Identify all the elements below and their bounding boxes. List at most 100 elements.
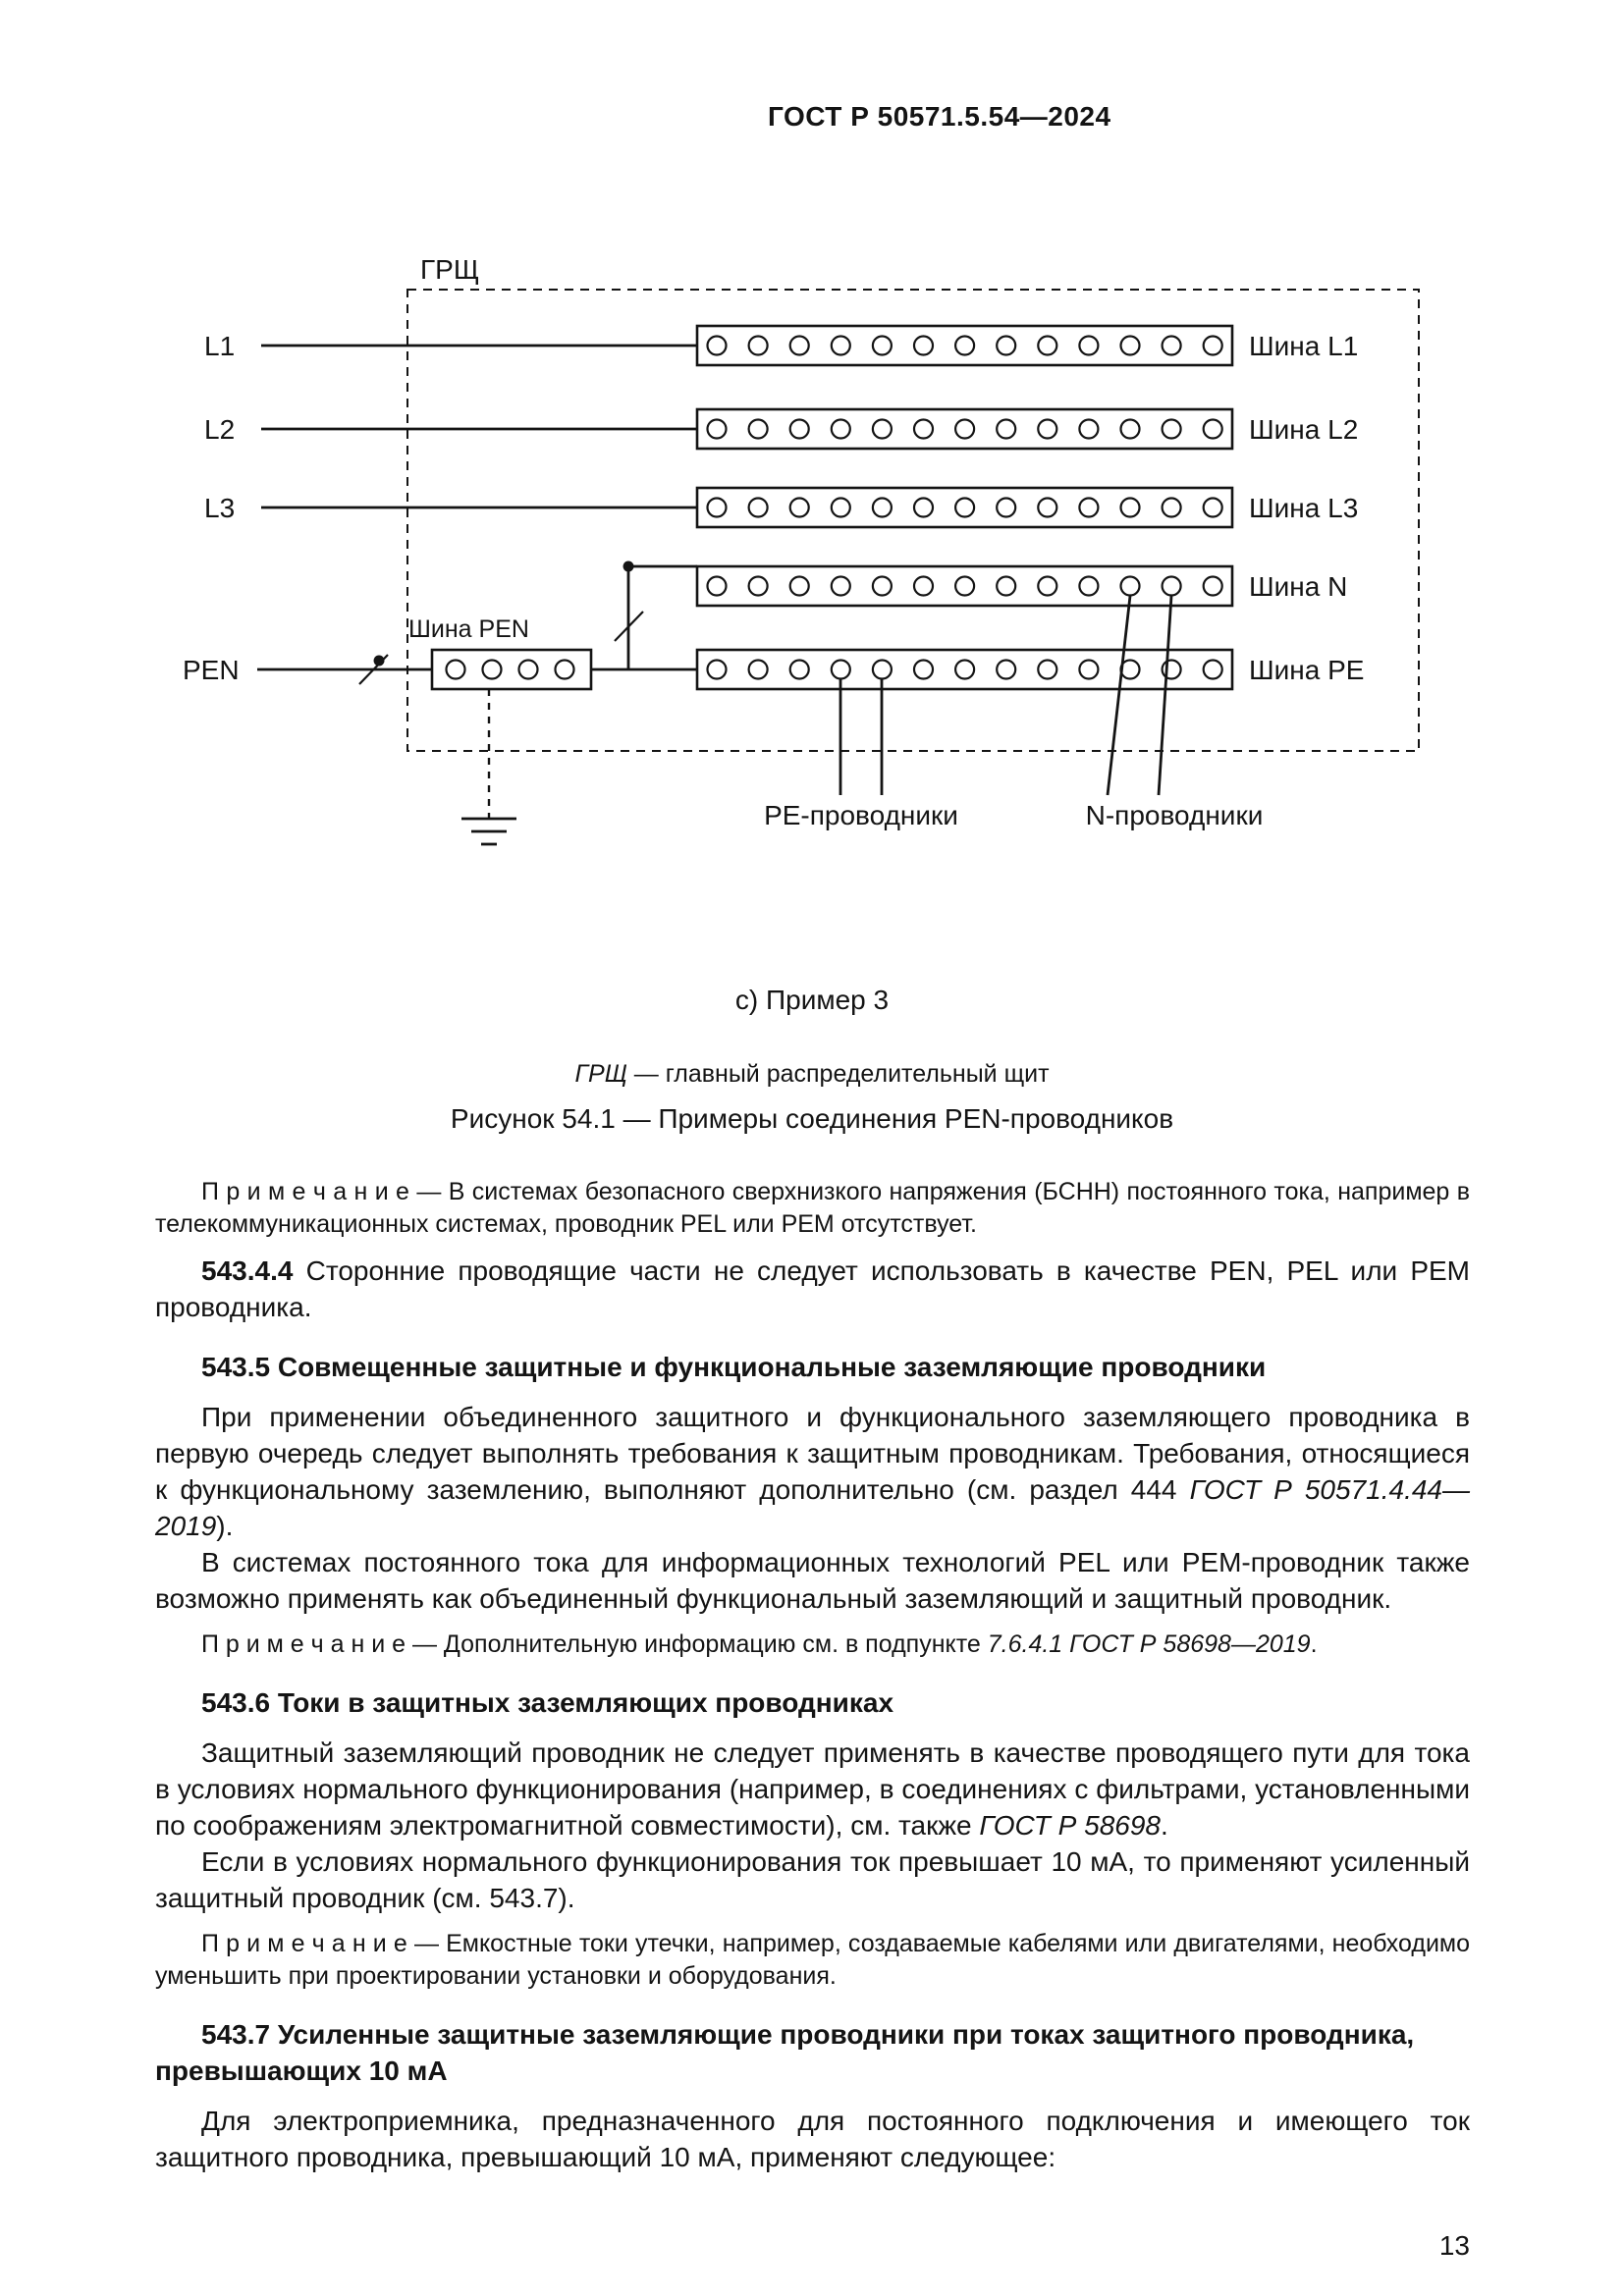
- terminal-hole: [1202, 418, 1223, 440]
- section-heading: 543.6 Токи в защитных заземляющих провод…: [155, 1684, 1470, 1721]
- terminal-hole: [830, 659, 851, 680]
- n-conductors-label: N-проводники: [1086, 800, 1264, 830]
- terminal-hole: [953, 659, 976, 680]
- busbar-label-l1: Шина L1: [1249, 331, 1358, 361]
- terminal-hole: [788, 497, 810, 518]
- text-segment: П р и м е ч а н и е — В системах безопас…: [155, 1178, 1470, 1238]
- terminal-hole: [953, 335, 976, 356]
- busbar-label-l2: Шина L2: [1249, 414, 1358, 445]
- busbar-label-pe: Шина PE: [1249, 655, 1364, 685]
- text-segment: .: [1161, 1810, 1168, 1841]
- section-heading: 543.7 Усиленные защитные заземляющие про…: [155, 2016, 1470, 2089]
- earth-symbol: [461, 817, 516, 846]
- pen-busbar-label: Шина PEN: [408, 615, 529, 643]
- text-segment: Сторонние проводящие части не следует ис…: [155, 1255, 1471, 1322]
- terminal-hole: [871, 575, 893, 597]
- busbar-pe: [695, 648, 1234, 691]
- feeder-label-pen: PEN: [183, 655, 240, 685]
- terminal-hole: [871, 335, 893, 356]
- feeder-label-l3: L3: [204, 493, 235, 523]
- terminal-hole: [830, 497, 851, 518]
- terminal-hole: [1119, 497, 1141, 518]
- board-outline: [406, 289, 1420, 752]
- pen-tap-dot: [373, 655, 385, 667]
- body-paragraph: Если в условиях нормального функциониров…: [155, 1843, 1470, 1916]
- terminal-hole: [953, 418, 976, 440]
- text-segment: 543.7 Усиленные защитные заземляющие про…: [155, 2019, 1415, 2086]
- document-code: ГОСТ Р 50571.5.54—2024: [768, 101, 1111, 132]
- figure-legend: ГРЩ — главный распределительный щит: [0, 1060, 1624, 1089]
- terminal-hole: [1078, 418, 1100, 440]
- terminal-hole: [1119, 575, 1141, 597]
- terminal-hole: [996, 335, 1017, 356]
- terminal-hole: [788, 335, 810, 356]
- text-segment: П р и м е ч а н и е — Емкостные токи уте…: [155, 1930, 1470, 1990]
- body-paragraph: Защитный заземляющий проводник не следуе…: [155, 1735, 1470, 1843]
- terminal-hole: [912, 335, 935, 356]
- busbar-label-n: Шина N: [1249, 571, 1347, 602]
- terminal-hole: [912, 418, 935, 440]
- text-segment: 543.4.4: [201, 1255, 306, 1286]
- feeder-label-l1: L1: [204, 331, 235, 361]
- terminal-hole: [1161, 497, 1182, 518]
- terminal-hole: [1202, 335, 1223, 356]
- text-segment: 543.6 Токи в защитных заземляющих провод…: [201, 1687, 894, 1718]
- terminal-hole: [747, 575, 769, 597]
- n-link-slash: [614, 611, 644, 642]
- text-segment: ГОСТ Р 50571.4.44—2019: [155, 1474, 1470, 1541]
- terminal-hole: [554, 659, 575, 680]
- terminal-hole: [706, 497, 728, 518]
- body-paragraph: При применении объединенного защитного и…: [155, 1399, 1470, 1544]
- text-segment: Если в условиях нормального функциониров…: [155, 1846, 1470, 1913]
- text-segment: В системах постоянного тока для информац…: [155, 1547, 1470, 1614]
- terminal-hole: [1037, 497, 1058, 518]
- terminal-hole: [747, 659, 769, 680]
- document-body: П р и м е ч а н и е — В системах безопас…: [155, 1164, 1470, 2175]
- text-segment: .: [1310, 1630, 1318, 1658]
- terminal-hole: [871, 497, 893, 518]
- n-link-junction-dot: [623, 561, 634, 572]
- terminal-hole: [871, 418, 893, 440]
- n-conductor-line: [1157, 595, 1173, 796]
- terminal-hole: [706, 575, 728, 597]
- terminal-hole: [1161, 335, 1182, 356]
- terminal-hole: [1078, 659, 1100, 680]
- terminal-hole: [996, 418, 1017, 440]
- text-segment: ГОСТ Р 58698: [979, 1810, 1161, 1841]
- terminal-hole: [996, 659, 1017, 680]
- board-label: ГРЩ: [420, 254, 479, 285]
- text-segment: 7.6.4.1 ГОСТ Р 58698—2019: [987, 1630, 1311, 1658]
- figure-caption: Рисунок 54.1 — Примеры соединения PEN-пр…: [450, 1103, 1174, 1134]
- pe-conductors-label: PE-проводники: [764, 800, 958, 830]
- busbar-l1: [695, 324, 1234, 367]
- terminal-hole: [953, 575, 976, 597]
- terminal-hole: [747, 418, 769, 440]
- pen-busbar: [430, 648, 593, 691]
- feeder-label-l2: L2: [204, 414, 235, 445]
- n-conductor-line: [1106, 595, 1132, 796]
- busbar-l3: [695, 486, 1234, 529]
- page-number: 13: [1438, 2230, 1470, 2261]
- busbar-n: [695, 564, 1234, 608]
- terminal-hole: [1202, 497, 1223, 518]
- busbar-label-l3: Шина L3: [1249, 493, 1358, 523]
- terminal-hole: [830, 418, 851, 440]
- note-paragraph: П р и м е ч а н и е — Емкостные токи уте…: [155, 1928, 1470, 1993]
- terminal-hole: [912, 659, 935, 680]
- text-segment: Защитный заземляющий проводник не следуе…: [155, 1737, 1470, 1841]
- terminal-hole: [706, 335, 728, 356]
- terminal-hole: [481, 659, 503, 680]
- legend-text: — главный распределительный щит: [626, 1060, 1050, 1088]
- pen-connection-diagram: ГРЩ L1 L2 L3 PEN Шина L1 Шина L2: [183, 254, 1420, 846]
- body-paragraph: Для электроприемника, предназначенного д…: [155, 2103, 1470, 2175]
- terminal-hole: [747, 497, 769, 518]
- note-paragraph: П р и м е ч а н и е — В системах безопас…: [155, 1176, 1470, 1241]
- terminal-hole: [788, 418, 810, 440]
- text-segment: 543.5 Совмещенные защитные и функциональ…: [201, 1352, 1267, 1382]
- terminal-hole: [830, 335, 851, 356]
- terminal-hole: [747, 335, 769, 356]
- terminal-hole: [912, 575, 935, 597]
- busbar-l2: [695, 407, 1234, 451]
- terminal-hole: [1037, 575, 1058, 597]
- terminal-hole: [1161, 575, 1182, 597]
